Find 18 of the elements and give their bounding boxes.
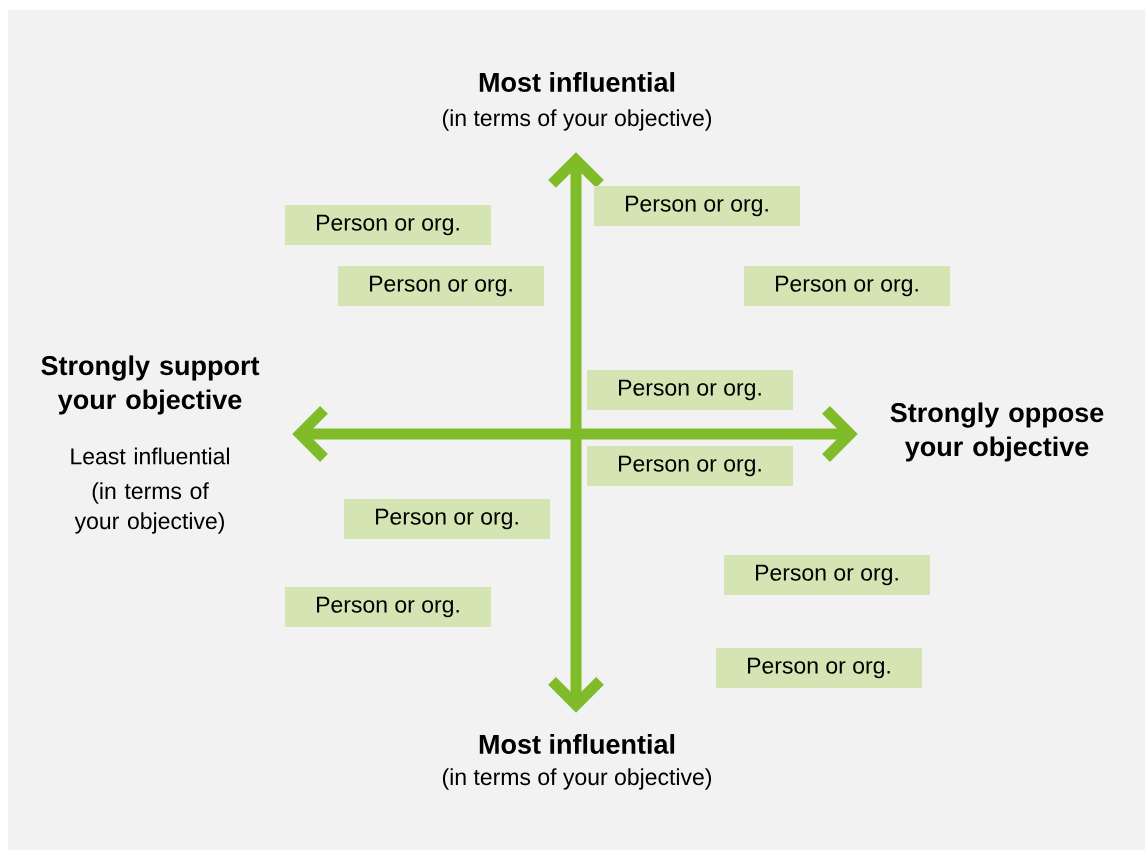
axis-label: Strongly oppose your objective — [890, 402, 1104, 462]
person-box: Person or org. — [285, 205, 491, 245]
person-box: Person or org. — [338, 266, 544, 306]
axis-label: (in terms of your objective) — [442, 768, 712, 790]
person-box: Person or org. — [724, 555, 930, 595]
axis-label: Strongly support your objective — [41, 355, 260, 415]
person-box: Person or org. — [587, 370, 793, 410]
person-box: Person or org. — [587, 446, 793, 486]
axis-label: Most influential — [479, 734, 675, 754]
person-box: Person or org. — [344, 499, 550, 539]
person-box: Person or org. — [716, 648, 922, 688]
axis-label: Most influential — [479, 72, 675, 92]
person-box: Person or org. — [285, 587, 491, 627]
axis-label: Least influential — [71, 447, 229, 465]
person-box: Person or org. — [594, 186, 800, 226]
person-box: Person or org. — [744, 266, 950, 306]
axis-label: (in terms of your objective) — [74, 482, 224, 534]
axis-label: (in terms of your objective) — [442, 109, 712, 131]
